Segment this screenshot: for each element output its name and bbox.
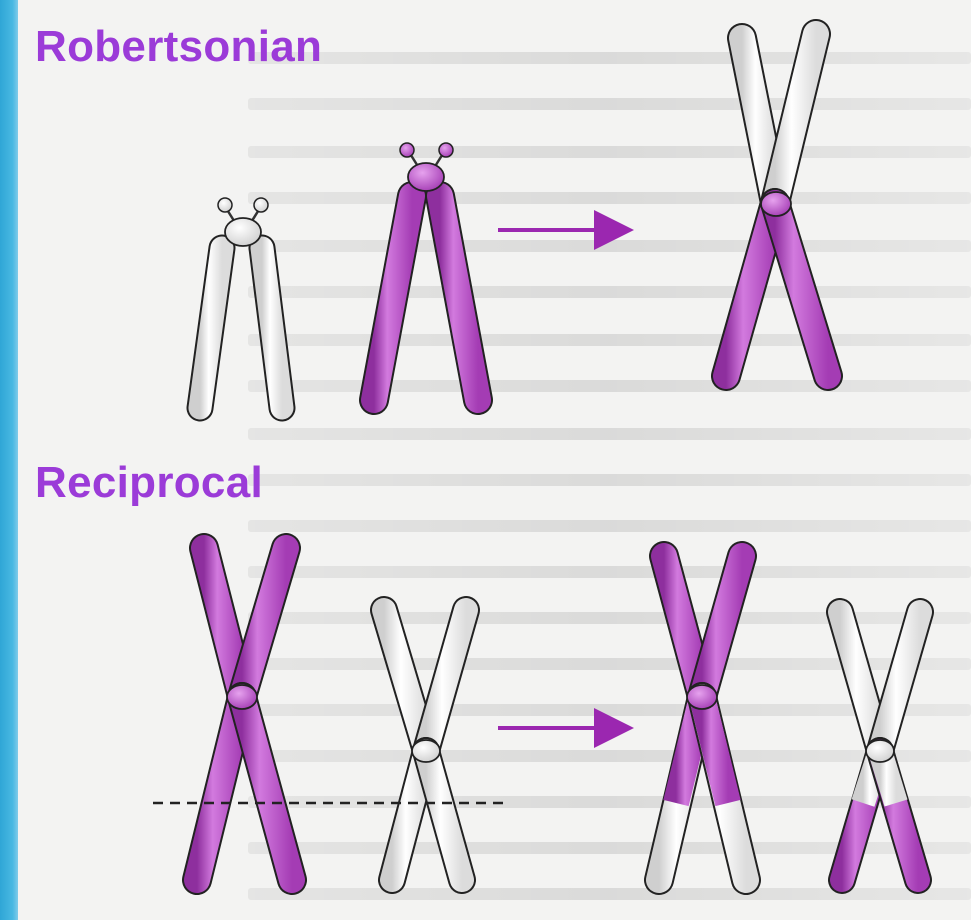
robertsonian-small-white-chromosome <box>200 198 282 408</box>
reciprocal-white-chromosome <box>384 610 466 880</box>
reciprocal-heading: Reciprocal <box>35 458 263 508</box>
robertsonian-heading: Robertsonian <box>35 22 322 72</box>
robertsonian-large-magenta-chromosome <box>374 143 478 400</box>
reciprocal-result-white-magenta-chromosome <box>840 612 920 880</box>
reciprocal-magenta-chromosome <box>197 548 292 880</box>
robertsonian-fused-chromosome <box>726 34 828 376</box>
reciprocal-result-magenta-white-chromosome <box>659 556 746 880</box>
